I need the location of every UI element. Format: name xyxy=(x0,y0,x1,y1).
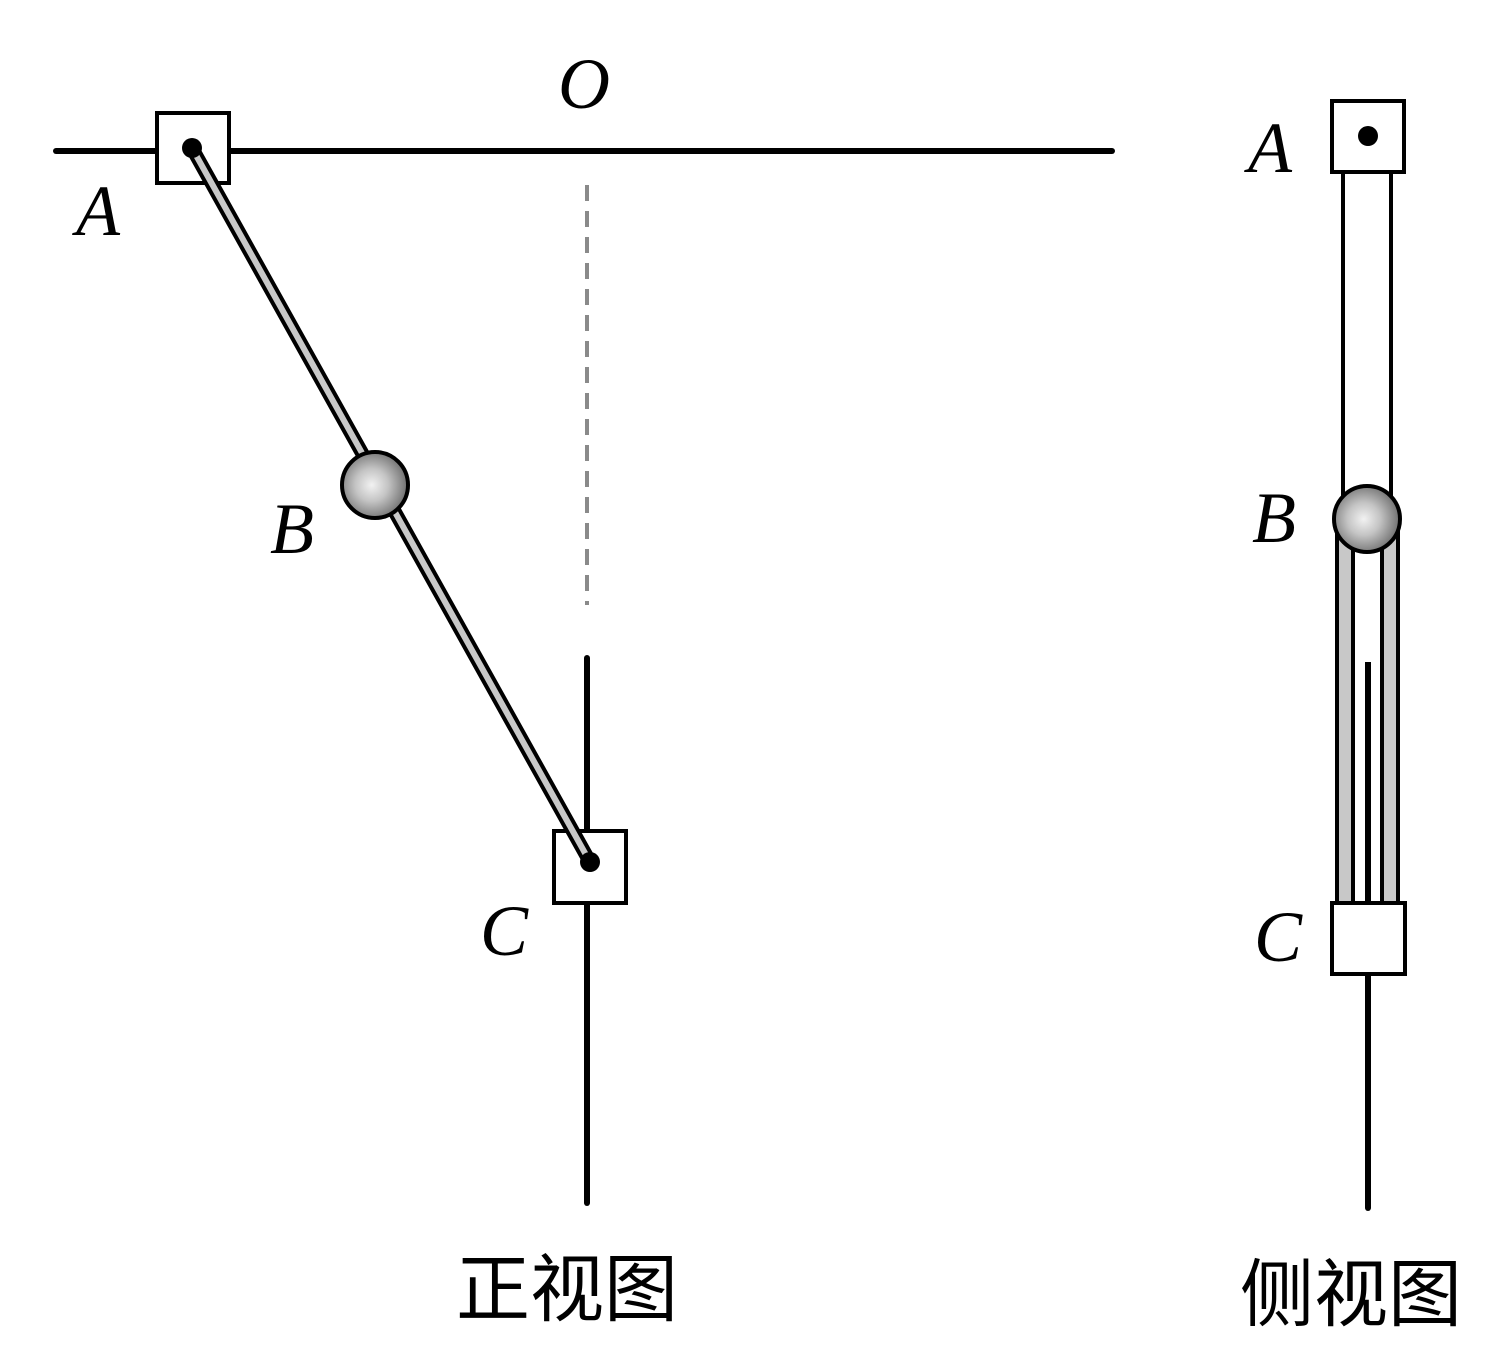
side-ball-b xyxy=(1332,484,1402,554)
label-b: B xyxy=(270,489,314,569)
front-view-caption: 正视图 xyxy=(456,1247,678,1333)
side-label-a: A xyxy=(1244,108,1293,188)
side-view-caption: 侧视图 xyxy=(1240,1252,1462,1338)
side-view: A B C 侧视图 xyxy=(1240,99,1462,1338)
label-o: O xyxy=(558,44,610,124)
side-slider-c xyxy=(1330,901,1407,976)
label-c: C xyxy=(480,891,529,971)
side-upper-rod xyxy=(1341,170,1393,528)
label-a: A xyxy=(72,171,121,251)
side-label-c: C xyxy=(1254,897,1303,977)
front-view: O A B C 正视图 xyxy=(53,44,1115,1333)
pivot-c xyxy=(580,852,600,872)
side-label-b: B xyxy=(1252,478,1296,558)
pivot-a xyxy=(182,138,202,158)
ball-b xyxy=(340,450,410,520)
side-pivot-a xyxy=(1358,126,1378,146)
side-lower-rods xyxy=(1335,524,1400,906)
